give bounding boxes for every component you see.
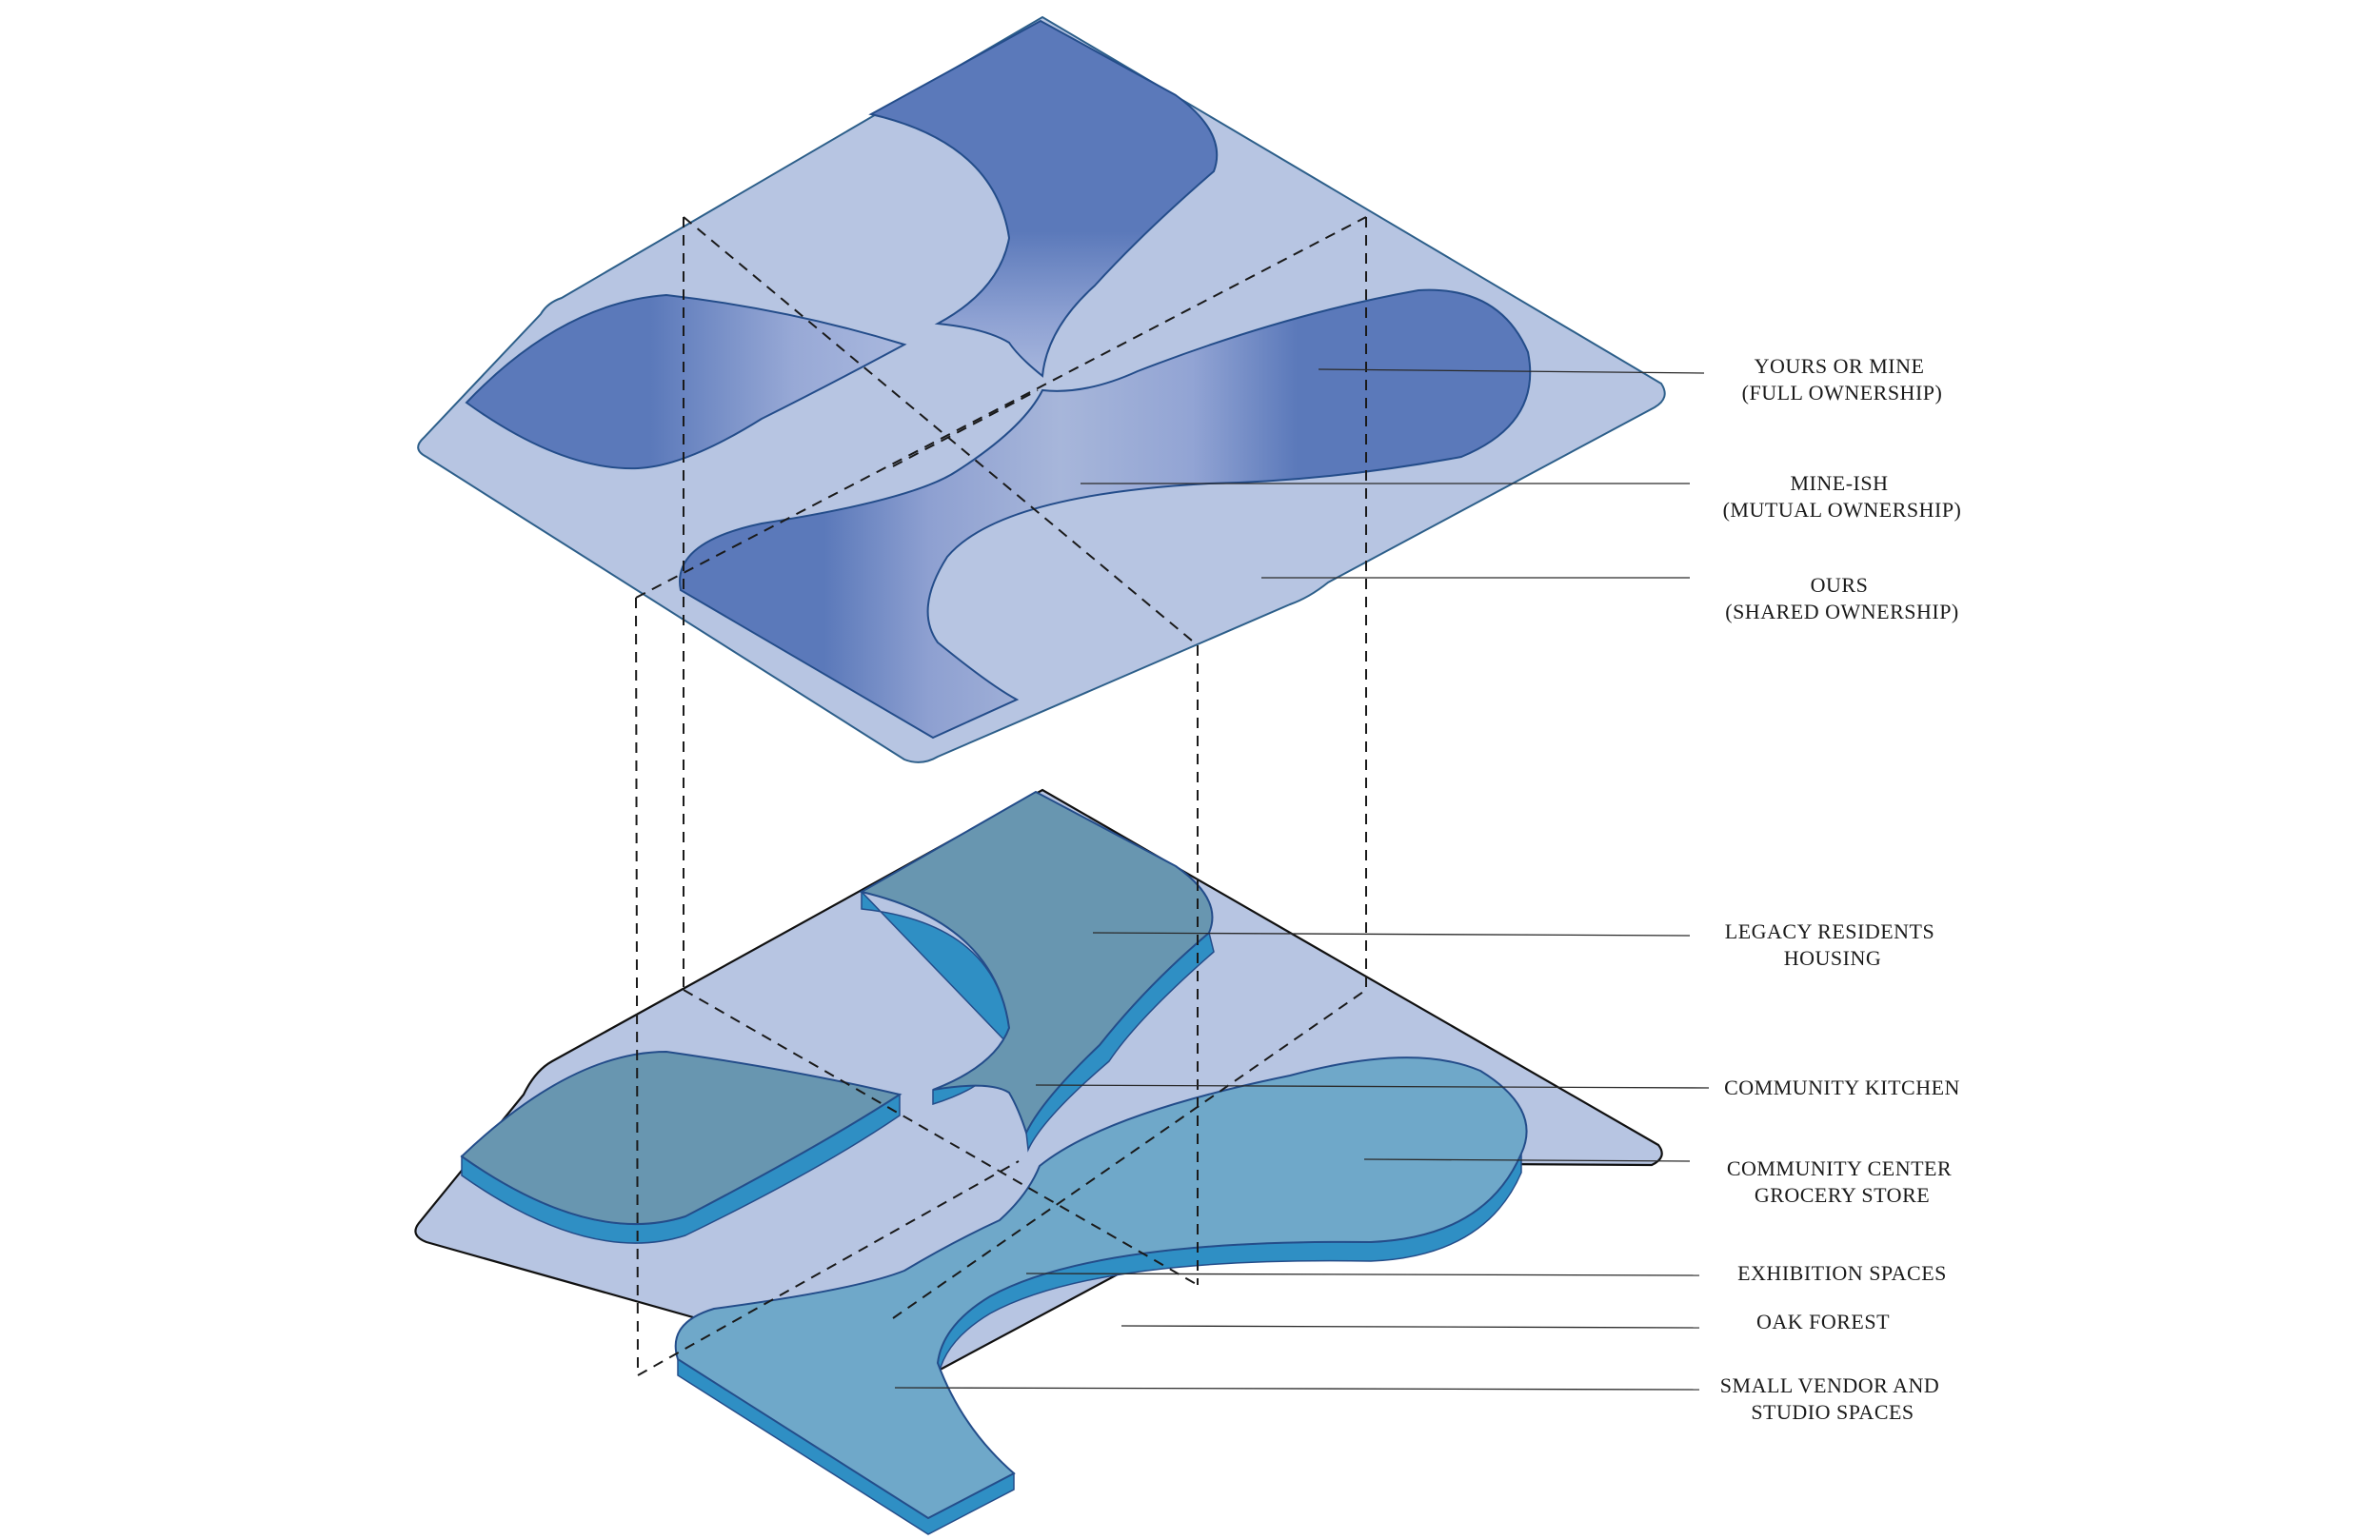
label-legacy-residents: LEGACY RESIDENTS xyxy=(1725,919,1934,943)
lower-grid xyxy=(637,989,1367,1376)
leader-lines xyxy=(894,368,1710,1391)
svg-text:OURS (SHARED OWNERSHIP): OURS (SHARED OWNERSHIP) xyxy=(1725,573,1959,623)
svg-text:OAK FOREST: OAK FOREST xyxy=(1756,1310,1890,1333)
label-yours-or-mine: YOURS OR MINE xyxy=(1755,354,1925,378)
lower-labels: LEGACY RESIDENTS HOUSING COMMUNITY KITCH… xyxy=(1720,919,1960,1424)
label-shared-ownership: (SHARED OWNERSHIP) xyxy=(1725,600,1959,623)
label-oak-forest: OAK FOREST xyxy=(1756,1310,1890,1333)
svg-text:YOURS OR MINE (FULL OWNE: YOURS OR MINE (FULL OWNERSHIP) xyxy=(1742,354,1943,405)
label-exhibition-spaces: EXHIBITION SPACES xyxy=(1737,1261,1947,1285)
upper-top-blob xyxy=(868,19,1219,378)
svg-text:COMMUNITY KITCHEN: COMMUNITY KITCHEN xyxy=(1724,1076,1960,1099)
label-grocery-store: GROCERY STORE xyxy=(1755,1183,1930,1207)
svg-text:COMMUNITY CENTER GROCERY: COMMUNITY CENTER GROCERY STORE xyxy=(1727,1156,1957,1207)
upper-left-petal xyxy=(465,293,907,470)
svg-text:MINE-ISH (MUTUAL OWNERSH: MINE-ISH (MUTUAL OWNERSHIP) xyxy=(1723,471,1962,522)
svg-text:SMALL VENDOR AND STUDIO: SMALL VENDOR AND STUDIO SPACES xyxy=(1720,1373,1945,1424)
label-mine-ish: MINE-ISH xyxy=(1791,471,1889,495)
label-full-ownership: (FULL OWNERSHIP) xyxy=(1742,381,1943,405)
label-mutual-ownership: (MUTUAL OWNERSHIP) xyxy=(1723,498,1962,522)
svg-text:LEGACY RESIDENTS HOUSING: LEGACY RESIDENTS HOUSING xyxy=(1725,919,1940,970)
lower-left-petal xyxy=(460,1050,902,1244)
upper-serpent-shape xyxy=(679,288,1532,740)
lower-layer xyxy=(414,788,1663,1535)
label-small-vendor: SMALL VENDOR AND xyxy=(1720,1373,1939,1397)
label-ours: OURS xyxy=(1811,573,1869,597)
label-community-center: COMMUNITY CENTER xyxy=(1727,1156,1952,1180)
svg-text:EXHIBITION SPACES: EXHIBITION SPACES xyxy=(1737,1261,1947,1285)
upper-labels: YOURS OR MINE (FULL OWNERSHIP) MINE-ISH … xyxy=(1723,354,1962,623)
lower-serpent-shape xyxy=(674,1056,1528,1535)
lower-top-blob xyxy=(859,790,1215,1153)
label-studio-spaces: STUDIO SPACES xyxy=(1751,1400,1914,1424)
vertical-projection-lines xyxy=(635,217,1367,1376)
label-housing: HOUSING xyxy=(1784,946,1882,970)
label-community-kitchen: COMMUNITY KITCHEN xyxy=(1724,1076,1960,1099)
upper-layer xyxy=(417,15,1666,763)
upper-grid xyxy=(635,216,1367,646)
